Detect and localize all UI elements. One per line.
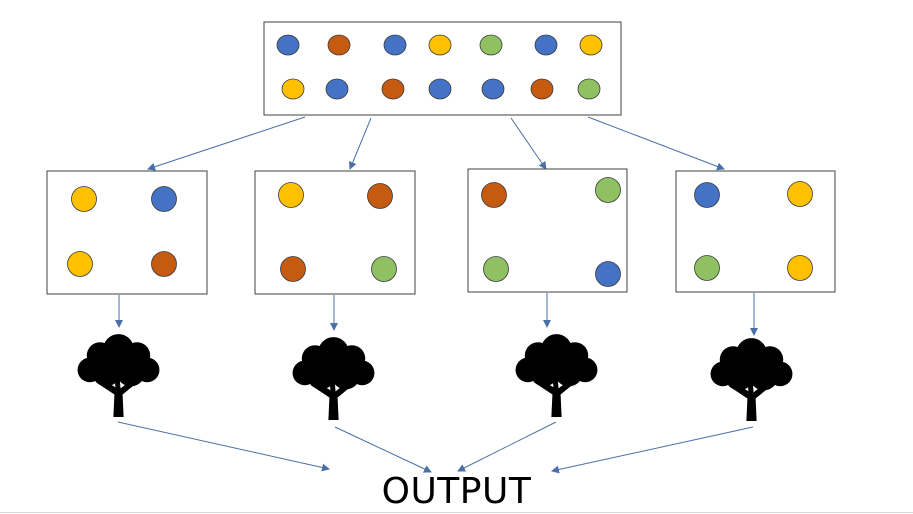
arrow-to-subset-2 xyxy=(348,117,372,170)
train-arrows xyxy=(115,293,758,336)
tree-icon xyxy=(292,337,375,420)
tree-icon xyxy=(710,338,793,421)
blue-sample-dot xyxy=(534,34,558,56)
tree-icon xyxy=(77,334,160,417)
orange-sample-dot xyxy=(367,183,393,209)
blue-sample-dot xyxy=(151,186,177,212)
orange-sample-dot xyxy=(381,78,405,100)
yellow-sample-dot xyxy=(281,78,305,100)
output-arrows xyxy=(117,421,754,474)
arrow-from-tree-1 xyxy=(117,421,330,472)
bottom-divider xyxy=(0,512,913,513)
blue-sample-dot xyxy=(595,261,621,287)
arrow-from-tree-2 xyxy=(334,426,432,473)
dataset-samples xyxy=(276,34,603,100)
dataset-box xyxy=(263,21,622,116)
orange-sample-dot xyxy=(530,78,554,100)
yellow-sample-dot xyxy=(579,34,603,56)
arrow-from-tree-3 xyxy=(457,421,557,472)
subset-samples xyxy=(67,177,813,287)
blue-sample-dot xyxy=(694,182,720,208)
blue-sample-dot xyxy=(276,34,300,56)
yellow-sample-dot xyxy=(278,182,304,208)
green-sample-dot xyxy=(595,177,621,203)
blue-sample-dot xyxy=(325,78,349,100)
blue-sample-dot xyxy=(428,78,452,100)
yellow-sample-dot xyxy=(428,34,452,56)
blue-sample-dot xyxy=(481,78,505,100)
arrow-from-tree-4 xyxy=(551,426,754,474)
orange-sample-dot xyxy=(280,256,306,282)
yellow-sample-dot xyxy=(787,255,813,281)
yellow-sample-dot xyxy=(787,181,813,207)
orange-sample-dot xyxy=(481,182,507,208)
green-sample-dot xyxy=(694,255,720,281)
yellow-sample-dot xyxy=(71,186,97,212)
subset-box-1 xyxy=(46,170,208,295)
tree-icon xyxy=(515,334,598,417)
green-sample-dot xyxy=(577,78,601,100)
arrow-to-subset-4 xyxy=(587,116,725,171)
arrow-to-subset-3 xyxy=(510,117,547,170)
orange-sample-dot xyxy=(327,34,351,56)
yellow-sample-dot xyxy=(67,251,93,277)
green-sample-dot xyxy=(371,256,397,282)
output-label: OUTPUT xyxy=(381,471,532,512)
arrow-to-subset-1 xyxy=(147,116,306,171)
orange-sample-dot xyxy=(151,251,177,277)
green-sample-dot xyxy=(479,34,503,56)
green-sample-dot xyxy=(483,256,509,282)
blue-sample-dot xyxy=(383,34,407,56)
bootstrap-arrows xyxy=(147,116,725,171)
